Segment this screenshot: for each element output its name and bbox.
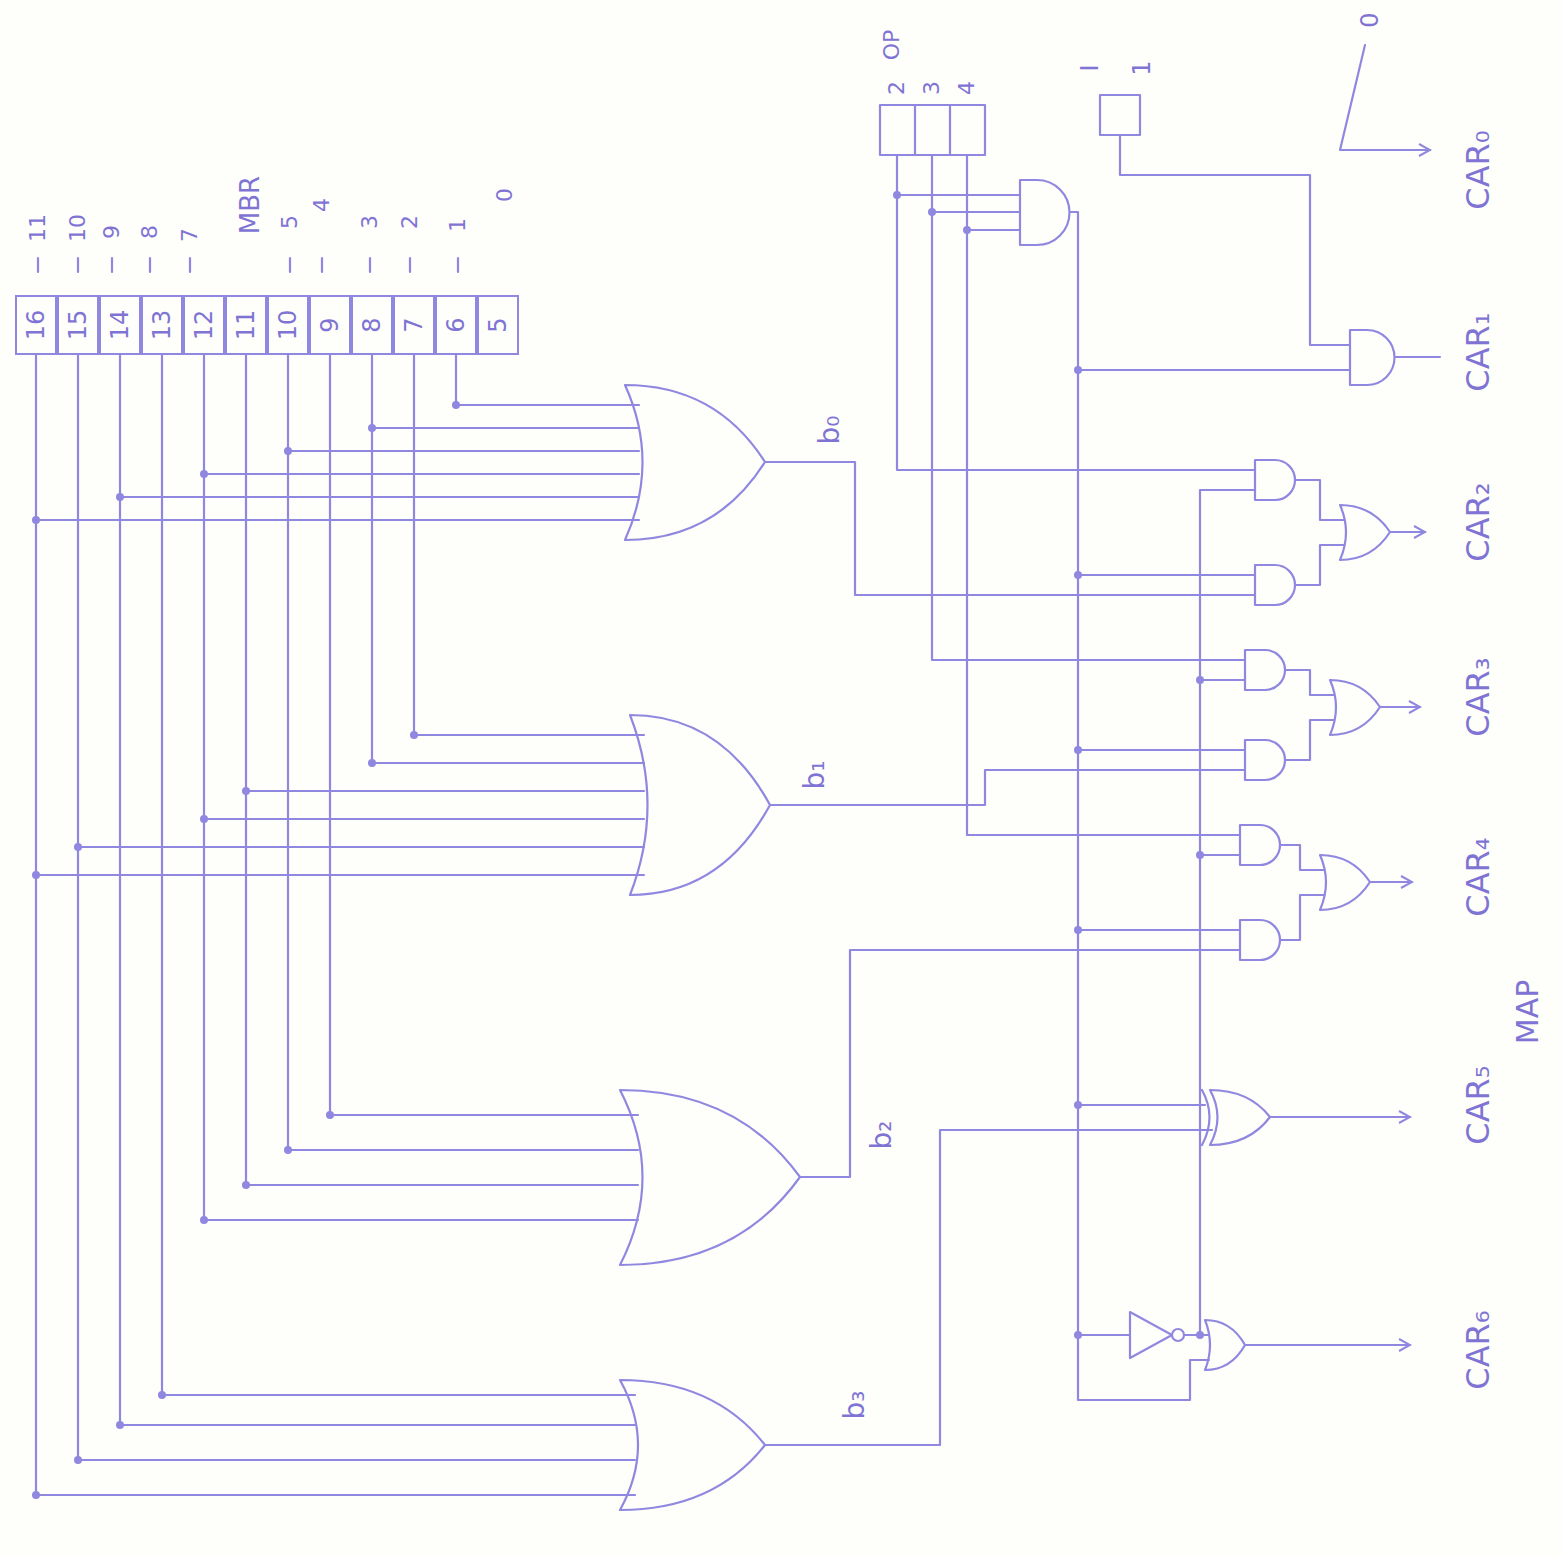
signal-name: b₃ bbox=[840, 1389, 870, 1422]
output-name: CAR₆ bbox=[1461, 1308, 1495, 1391]
cell-number: 9 bbox=[318, 317, 342, 332]
and-gate bbox=[1350, 330, 1395, 385]
bit-label: 3 bbox=[358, 213, 382, 231]
register-cell: 9 bbox=[309, 295, 351, 355]
or-gate bbox=[1340, 505, 1390, 560]
cell-number: 12 bbox=[192, 310, 216, 341]
bit-label: 2 bbox=[398, 213, 422, 231]
not-bubble bbox=[1172, 1329, 1184, 1341]
or-gate bbox=[620, 1380, 765, 1510]
output-wire bbox=[1395, 356, 1440, 358]
output-name: CAR₂ bbox=[1461, 480, 1495, 563]
signal-name: b₀ bbox=[815, 414, 845, 447]
cell-number: 5 bbox=[486, 317, 510, 332]
cell-number: 10 bbox=[276, 310, 300, 341]
register-cell: 7 bbox=[393, 295, 435, 355]
bit-label: 1 bbox=[1129, 58, 1155, 77]
or-gate bbox=[625, 385, 765, 540]
xor-gate bbox=[1202, 1090, 1270, 1145]
register-cell: 10 bbox=[267, 295, 309, 355]
output-name: CAR₄ bbox=[1461, 835, 1495, 918]
output-wire bbox=[1245, 1344, 1410, 1346]
output-wire bbox=[1390, 531, 1425, 533]
register-cell: 16 bbox=[15, 295, 57, 355]
or-gate bbox=[620, 1090, 800, 1265]
bit-label: 0 bbox=[493, 186, 517, 204]
cell-number: 16 bbox=[24, 310, 48, 341]
output-wire bbox=[1340, 45, 1430, 150]
not-gate bbox=[1130, 1312, 1172, 1358]
register-cell: 15 bbox=[57, 295, 99, 355]
tick bbox=[38, 258, 458, 272]
register-cell: 5 bbox=[477, 295, 519, 355]
register-cell: 13 bbox=[141, 295, 183, 355]
signal-name: b₂ bbox=[867, 1119, 897, 1152]
gate-wire bbox=[1295, 480, 1344, 585]
register-wire bbox=[36, 355, 456, 1495]
and-gate bbox=[1255, 460, 1295, 605]
cell-number: 15 bbox=[66, 310, 90, 341]
and-gate bbox=[1020, 180, 1070, 245]
bit-label: 8 bbox=[138, 223, 162, 241]
gate-input-wire bbox=[36, 405, 644, 1495]
gate-wire bbox=[1285, 670, 1334, 760]
output-wire bbox=[1370, 881, 1412, 883]
op-register bbox=[880, 105, 985, 155]
output-name: CAR₃ bbox=[1461, 655, 1495, 738]
bus-wire bbox=[1070, 212, 1350, 1400]
bit-label: 0 bbox=[1357, 10, 1383, 29]
output-name: MAP bbox=[1512, 978, 1544, 1047]
bit-label: 3 bbox=[920, 79, 944, 97]
bit-label: 10 bbox=[66, 212, 90, 244]
or-gate bbox=[1205, 1320, 1245, 1370]
or-gate bbox=[1330, 680, 1380, 735]
bit-label: 1 bbox=[446, 216, 470, 234]
or-gate bbox=[1320, 855, 1370, 910]
register-cell: 8 bbox=[351, 295, 393, 355]
junction-dots bbox=[32, 191, 1204, 1499]
or-gate bbox=[630, 715, 770, 895]
gate-wire bbox=[1280, 845, 1324, 940]
b-wire bbox=[765, 462, 1255, 1445]
and-gate bbox=[1240, 825, 1280, 960]
i-wire bbox=[1120, 135, 1350, 345]
output-name: CAR₀ bbox=[1461, 128, 1495, 211]
output-wire bbox=[1380, 706, 1420, 708]
signal-name: b₁ bbox=[800, 759, 830, 792]
op-wire bbox=[897, 155, 1255, 835]
register-name: MBR bbox=[236, 174, 264, 236]
bit-label: 4 bbox=[310, 196, 334, 214]
register-cell: 14 bbox=[99, 295, 141, 355]
register-cell: 11 bbox=[225, 295, 267, 355]
cell-number: 14 bbox=[108, 310, 132, 341]
not-wire bbox=[1184, 490, 1255, 1335]
register-cell: 6 bbox=[435, 295, 477, 355]
bit-label: 4 bbox=[955, 79, 979, 97]
output-name: CAR₅ bbox=[1461, 1063, 1495, 1146]
bit-label: 11 bbox=[26, 212, 50, 244]
cell-number: 11 bbox=[234, 310, 258, 341]
bit-label: 9 bbox=[100, 223, 124, 241]
cell-number: 7 bbox=[402, 317, 426, 332]
bit-label: 2 bbox=[885, 79, 909, 97]
and-gate bbox=[1245, 650, 1285, 780]
cell-number: 13 bbox=[150, 310, 174, 341]
cell-number: 6 bbox=[444, 317, 468, 332]
cell-number: 8 bbox=[360, 317, 384, 332]
output-name: CAR₁ bbox=[1461, 310, 1495, 393]
i-register bbox=[1100, 95, 1140, 135]
output-wire bbox=[1270, 1116, 1410, 1118]
register-name: I bbox=[1077, 62, 1103, 73]
bit-label: 7 bbox=[178, 226, 202, 244]
bit-label: 5 bbox=[278, 213, 302, 231]
register-cell: 12 bbox=[183, 295, 225, 355]
register-name: OP bbox=[880, 28, 904, 63]
